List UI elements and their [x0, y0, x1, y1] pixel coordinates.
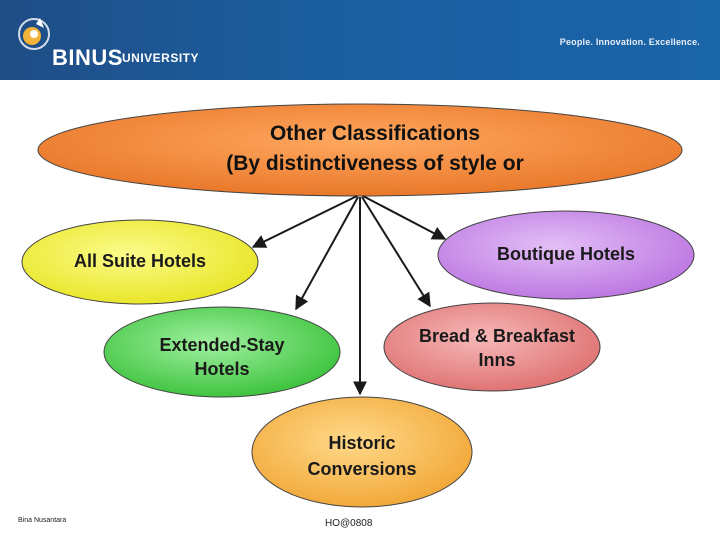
brand-suffix: UNIVERSITY — [122, 51, 200, 65]
binus-logo-icon — [18, 18, 50, 50]
footer-code: HO@0808 — [325, 518, 373, 529]
label-boutique: Boutique Hotels — [497, 244, 635, 264]
edge-all-suite — [251, 195, 358, 248]
label-extended-stay: Extended-Stay Hotels — [159, 335, 285, 379]
diagram-title: Other Classifications (By distinctivenes… — [226, 122, 524, 175]
node-historic — [251, 396, 473, 508]
tagline: People. Innovation. Excellence. — [559, 37, 700, 47]
footer-author: Bina Nusantara — [18, 517, 67, 524]
header-bar: BINUS UNIVERSITY People. Innovation. Exc… — [0, 0, 720, 80]
node-extended-stay — [103, 306, 341, 398]
edge-extended-stay — [295, 196, 359, 311]
node-all-suite — [21, 219, 259, 305]
brand-name: BINUS — [52, 45, 123, 70]
edge-boutique — [362, 195, 447, 240]
edge-bnb — [361, 196, 431, 308]
title-node — [37, 103, 683, 197]
node-bnb — [383, 302, 601, 392]
label-bnb: Bread & Breakfast Inns — [418, 326, 576, 370]
node-boutique — [437, 210, 695, 300]
label-historic: Historic Conversions — [307, 433, 417, 479]
label-all-suite: All Suite Hotels — [73, 251, 207, 271]
